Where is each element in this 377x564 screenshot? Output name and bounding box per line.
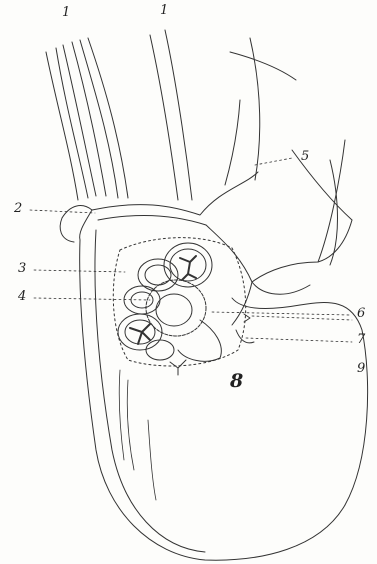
label-6: 6 [357,307,365,320]
inner-lines [119,370,156,500]
vessel-bundle-left [46,38,128,200]
label-8: 8 [230,372,243,391]
upper-structures [92,30,352,325]
label-7: 7 [357,333,365,346]
label-5: 5 [301,150,309,163]
label-1-left: 1 [62,6,70,19]
label-1-right: 1 [160,4,168,17]
glomerular-cluster [113,238,245,375]
label-9: 9 [357,362,365,375]
outer-outline [60,206,367,561]
label-3: 3 [18,262,26,275]
label-4: 4 [18,290,26,303]
label-2: 2 [14,202,22,215]
